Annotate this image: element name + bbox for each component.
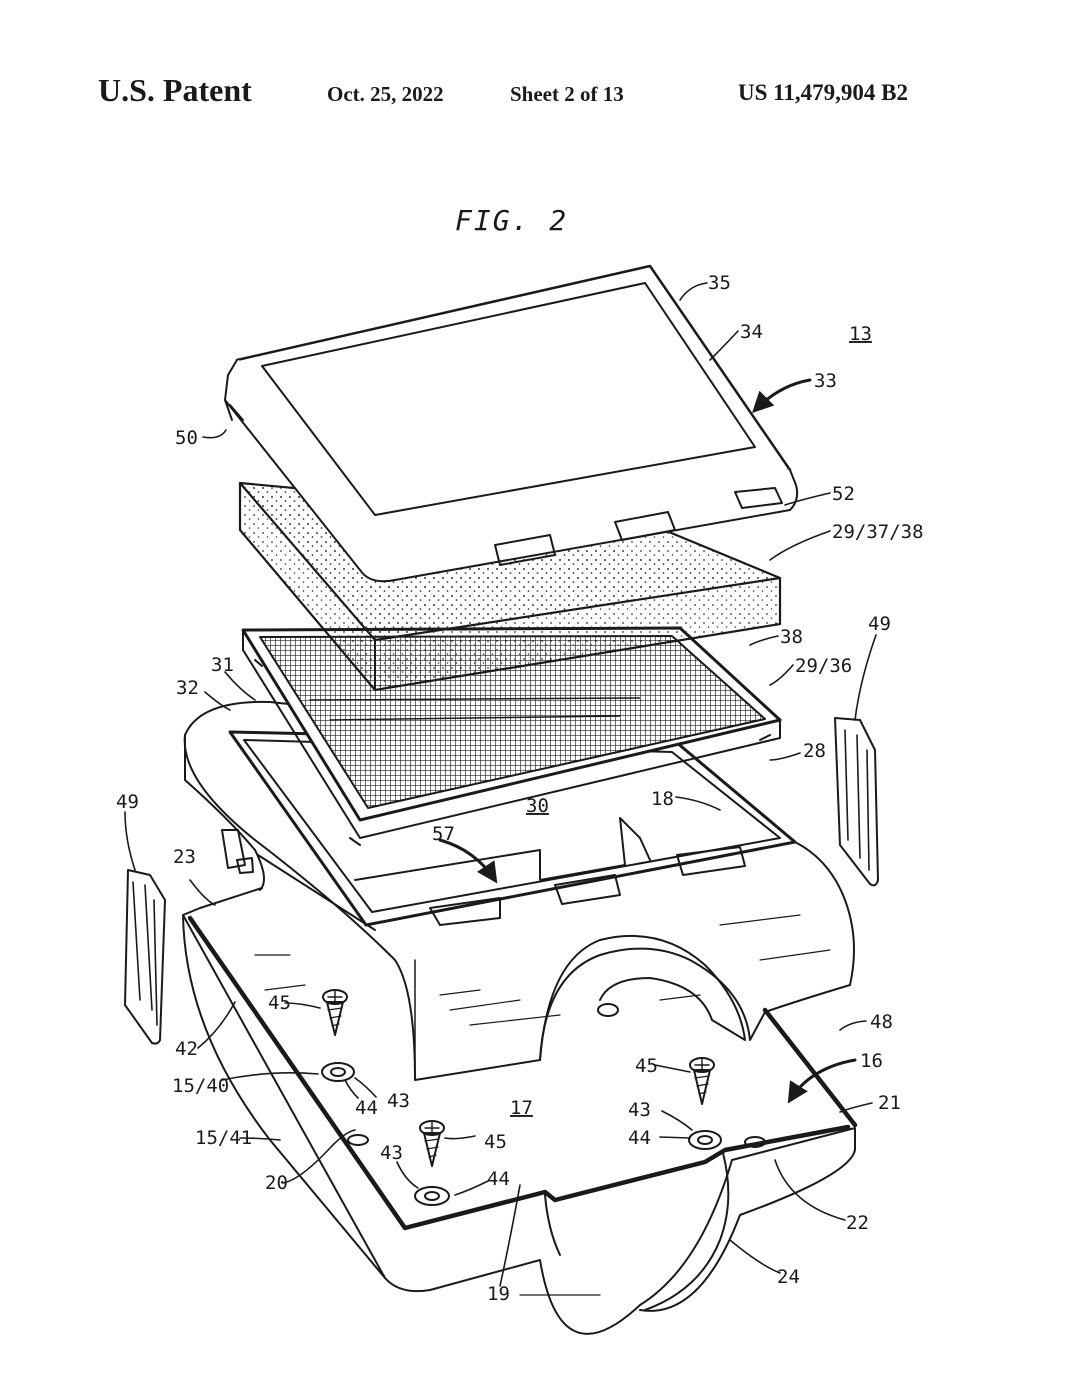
label-23: 23 bbox=[173, 846, 196, 868]
label-52: 52 bbox=[832, 483, 855, 505]
label-30: 30 bbox=[526, 795, 549, 817]
screw-b bbox=[689, 1057, 715, 1105]
label-43-c: 43 bbox=[380, 1142, 403, 1164]
patent-header: U.S. Patent Oct. 25, 2022 Sheet 2 of 13 … bbox=[0, 0, 1080, 130]
arrows bbox=[438, 378, 857, 1104]
patent-date: Oct. 25, 2022 bbox=[327, 82, 444, 106]
label-15-40: 15/40 bbox=[172, 1075, 229, 1097]
label-42: 42 bbox=[175, 1038, 198, 1060]
screw-a bbox=[322, 989, 348, 1036]
label-49-right: 49 bbox=[868, 613, 891, 635]
label-13: 13 bbox=[849, 323, 872, 345]
label-32: 32 bbox=[176, 677, 199, 699]
grid-frame bbox=[224, 264, 799, 583]
label-22: 22 bbox=[846, 1212, 869, 1234]
label-43-a: 43 bbox=[387, 1090, 410, 1112]
label-21: 21 bbox=[878, 1092, 901, 1114]
label-15-41: 15/41 bbox=[195, 1127, 252, 1149]
label-49-left: 49 bbox=[116, 791, 139, 813]
label-33: 33 bbox=[814, 370, 837, 392]
label-57: 57 bbox=[432, 823, 455, 845]
label-35: 35 bbox=[708, 272, 731, 294]
label-24: 24 bbox=[777, 1266, 800, 1288]
label-16: 16 bbox=[860, 1050, 883, 1072]
label-45-a: 45 bbox=[268, 992, 291, 1014]
label-34: 34 bbox=[740, 321, 763, 343]
side-clip-right bbox=[834, 717, 879, 887]
label-17: 17 bbox=[510, 1097, 533, 1119]
reference-labels: 13 35 34 33 50 52 29/37/38 38 29/36 49 3… bbox=[116, 272, 924, 1305]
label-38: 38 bbox=[780, 626, 803, 648]
label-20: 20 bbox=[265, 1172, 288, 1194]
label-18: 18 bbox=[651, 788, 674, 810]
label-44-b: 44 bbox=[628, 1127, 651, 1149]
label-28: 28 bbox=[803, 740, 826, 762]
sheet-number: Sheet 2 of 13 bbox=[510, 82, 624, 106]
base-tray bbox=[182, 887, 858, 1335]
label-29-37-38: 29/37/38 bbox=[832, 521, 924, 543]
label-29-36: 29/36 bbox=[795, 655, 852, 677]
label-45-b: 45 bbox=[635, 1055, 658, 1077]
side-clip-left bbox=[124, 869, 166, 1045]
label-48: 48 bbox=[870, 1011, 893, 1033]
label-19: 19 bbox=[487, 1283, 510, 1305]
label-44-a: 44 bbox=[355, 1097, 378, 1119]
screw-c bbox=[419, 1120, 445, 1167]
patent-title: U.S. Patent bbox=[98, 72, 252, 108]
label-45-c: 45 bbox=[484, 1131, 507, 1153]
label-31: 31 bbox=[211, 654, 234, 676]
figure-title: FIG. 2 bbox=[455, 204, 568, 237]
label-43-b: 43 bbox=[628, 1099, 651, 1121]
label-50: 50 bbox=[175, 427, 198, 449]
leader-lines bbox=[124, 282, 877, 1287]
label-44-c: 44 bbox=[487, 1168, 510, 1190]
patent-number: US 11,479,904 B2 bbox=[738, 80, 908, 105]
